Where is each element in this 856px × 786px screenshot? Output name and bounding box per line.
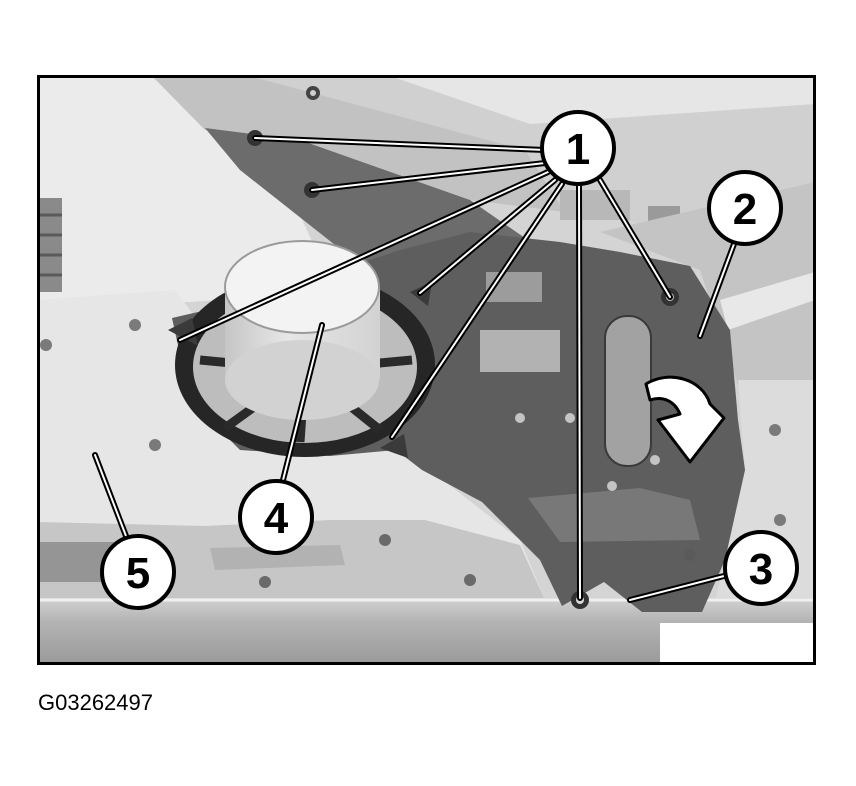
leader-line-1-bolt-b (309, 160, 548, 193)
leader-core (254, 137, 546, 151)
leader-line-1-tab-lower (389, 181, 565, 440)
leader-line-5 (92, 452, 129, 539)
callout-circle (707, 170, 783, 246)
hole (149, 439, 161, 451)
hole (515, 413, 525, 423)
hole (259, 576, 271, 588)
hole (565, 413, 575, 423)
leader-line-1-bolt-bottom (576, 183, 583, 601)
leader-line-2 (697, 241, 737, 339)
leader-line-1-bolt-a (252, 135, 548, 153)
leader-core (578, 185, 581, 599)
leader-line-3 (627, 573, 727, 603)
speaker (168, 240, 435, 458)
bolt-head (310, 90, 316, 96)
speaker-magnet-base (225, 340, 379, 420)
callout-label: 1 (566, 125, 590, 174)
leader-core (599, 179, 671, 298)
callout-2: 2 (707, 170, 783, 246)
hole (40, 339, 52, 351)
curved-arrow-icon (644, 375, 726, 464)
hole (769, 424, 781, 436)
bracket-stamping (480, 330, 560, 372)
callout-4: 4 (238, 479, 314, 555)
leader-core (179, 171, 549, 341)
bracket-ridge (528, 488, 700, 542)
leader-lines (92, 135, 737, 603)
hole (774, 514, 786, 526)
callout-circle (238, 479, 314, 555)
leader-core (311, 162, 546, 191)
callout-circle (100, 534, 176, 610)
callout-5: 5 (100, 534, 176, 610)
hole (129, 319, 141, 331)
corner-blank (660, 623, 815, 664)
leader-core (282, 324, 323, 481)
leader-core (629, 575, 725, 601)
callout-circle (723, 530, 799, 606)
top-right-panel (250, 76, 815, 232)
hole (684, 549, 696, 561)
top-right-highlight (390, 76, 815, 124)
hole (607, 481, 617, 491)
leader-core (94, 454, 127, 537)
trim-holes (40, 319, 786, 588)
left-edge-ribs (38, 198, 62, 292)
bracket-slot (604, 315, 652, 467)
figure-code: G03262497 (38, 690, 153, 715)
leader-core (391, 183, 563, 438)
callout-label: 5 (126, 549, 150, 598)
speaker-mount-tab (168, 318, 198, 346)
callout-label: 4 (264, 494, 289, 543)
leader-line-1-tab-upper (417, 177, 558, 296)
callout-3: 3 (723, 530, 799, 606)
hole (379, 534, 391, 546)
callout-label: 3 (749, 545, 773, 594)
callout-label: 2 (733, 185, 757, 234)
right-middle-strip (720, 272, 815, 330)
figure-frame (37, 75, 816, 665)
leader-core (699, 243, 735, 337)
callout-circle (540, 110, 616, 186)
speaker-mount-tab (380, 434, 408, 458)
callout-1: 1 (540, 110, 616, 186)
leader-line-1-tab-left (177, 169, 551, 343)
lower-ledge-step (210, 545, 345, 570)
hole (650, 455, 660, 465)
hole (464, 574, 476, 586)
leader-core (419, 179, 556, 294)
leader-line-4 (280, 322, 325, 483)
leader-line-1-bolt-right (597, 177, 673, 300)
bracket-holes (515, 413, 660, 491)
